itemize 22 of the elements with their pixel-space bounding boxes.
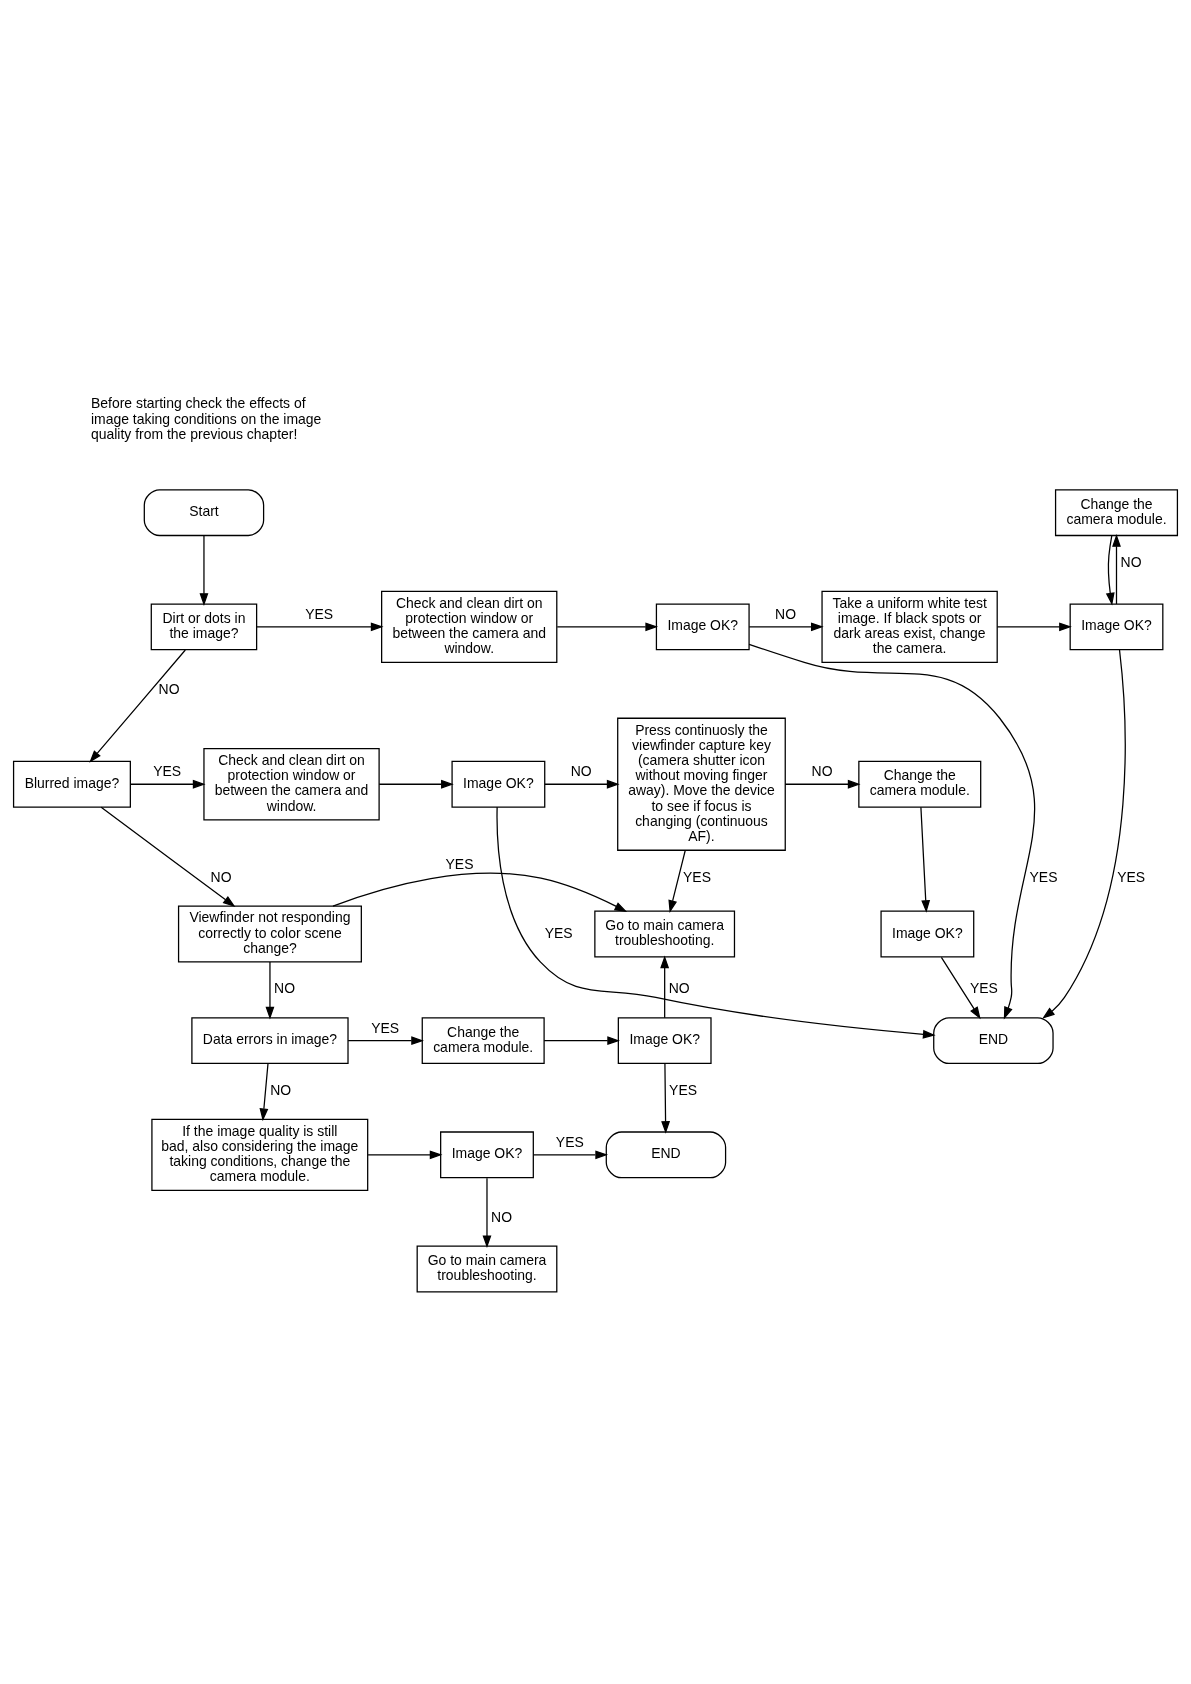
edge-label: NO bbox=[270, 1081, 292, 1098]
edge-label: YES bbox=[1117, 868, 1146, 885]
edge-label: YES bbox=[305, 606, 334, 623]
edge-label: YES bbox=[683, 868, 711, 885]
edge-label: NO bbox=[775, 606, 797, 623]
edge-label: NO bbox=[491, 1208, 513, 1225]
edge-label: YES bbox=[544, 924, 573, 941]
edge-label: NO bbox=[668, 980, 690, 997]
edge-label: YES bbox=[1029, 868, 1058, 885]
edge-label: YES bbox=[969, 980, 998, 997]
edge-label: YES bbox=[445, 856, 474, 873]
edge-label: NO bbox=[811, 763, 833, 780]
edge-label: YES bbox=[555, 1133, 584, 1150]
label: Before starting check the effects of image taking conditions on the image quality from the previous chapter! bbox=[91, 395, 322, 442]
edge-label: NO bbox=[1120, 553, 1142, 570]
edge-label: NO bbox=[158, 680, 180, 697]
edge-label: YES bbox=[371, 1019, 400, 1036]
edge-label: YES bbox=[153, 763, 182, 780]
edge-label: NO bbox=[570, 763, 592, 780]
edge-label: NO bbox=[274, 980, 296, 997]
edge-label: YES bbox=[669, 1081, 698, 1098]
edge-label: NO bbox=[210, 868, 232, 885]
